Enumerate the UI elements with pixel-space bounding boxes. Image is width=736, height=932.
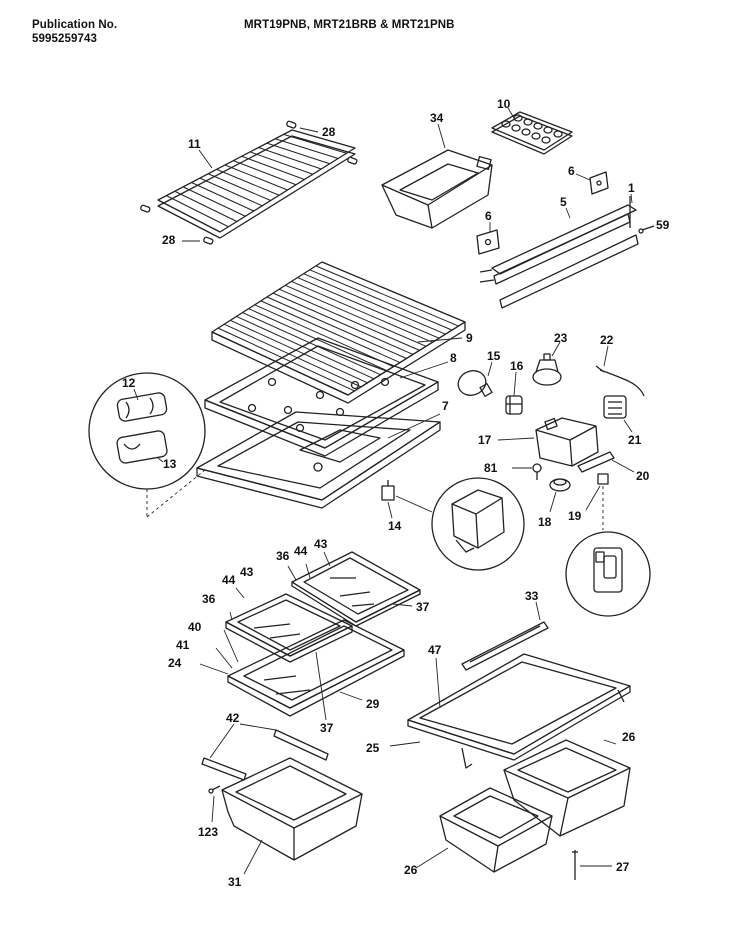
dairy-bin [381,149,493,229]
callout-6-top: 6 [568,164,575,178]
callout-1: 1 [628,181,635,195]
crisper-drawer-left [439,787,553,873]
callout-12: 12 [122,376,136,390]
callout-14: 14 [388,519,402,533]
screw [638,225,655,234]
control-housing [603,395,627,419]
shelf-support-rail [479,196,639,309]
callout-24: 24 [168,656,182,670]
leveling-screw [572,850,578,880]
thermostat-part [381,480,395,501]
callout-23: 23 [554,331,568,345]
callout-labels: 11 28 28 34 10 6 6 5 1 59 9 8 7 12 13 15… [122,97,670,889]
callout-9: 9 [466,331,473,345]
detail-circle-thermostat [431,477,525,571]
drawer-slide-rail [201,729,329,781]
callout-28-bottom: 28 [162,233,176,247]
egg-tray [491,111,573,155]
callout-17: 17 [478,433,492,447]
detail-circle-crisper-slides [88,372,206,490]
glass-shelf-upper [291,551,421,627]
callout-33: 33 [525,589,539,603]
light-bulb [457,370,493,397]
callout-10: 10 [497,97,511,111]
callout-20: 20 [636,469,650,483]
crisper-rail [461,621,549,671]
crisper-drawer-right [503,739,631,837]
callout-25: 25 [366,741,380,755]
crisper-cover [211,261,466,404]
callout-44-lower: 44 [222,573,236,587]
glass-shelf-middle [225,593,353,663]
callout-34: 34 [430,111,444,125]
callout-31: 31 [228,875,242,889]
callout-26-left: 26 [404,863,418,877]
control-knob [549,478,571,492]
wire-harness [595,365,645,397]
light-socket [505,395,523,415]
callout-36-lower: 36 [202,592,216,606]
model-numbers: MRT19PNB, MRT21BRB & MRT21PNB [244,19,455,31]
callout-43-upper: 43 [314,537,328,551]
callout-44-upper: 44 [294,544,308,558]
shelf-frame [204,337,439,457]
glass-shelf-lower [227,619,405,717]
callout-22: 22 [600,333,614,347]
screw-81 [532,463,542,480]
callout-13: 13 [163,457,177,471]
publication-label: Publication No. [32,19,118,31]
callout-15: 15 [487,349,501,363]
callout-19: 19 [568,509,582,523]
callout-7: 7 [442,399,449,413]
callout-37-lower: 37 [320,721,334,735]
callout-36-upper: 36 [276,549,290,563]
callout-81: 81 [484,461,498,475]
wire-shelf [157,129,356,239]
callout-26-right: 26 [622,730,636,744]
callout-37-upper: 37 [416,600,430,614]
detail-circle-switch [565,531,651,617]
callout-18: 18 [538,515,552,529]
screw-123 [208,785,221,794]
callout-16: 16 [510,359,524,373]
callout-6-mid: 6 [485,209,492,223]
callout-8: 8 [450,351,457,365]
callout-42: 42 [226,711,240,725]
callout-11: 11 [188,137,201,151]
callout-43-lower: 43 [240,565,254,579]
drip-tray [196,411,441,509]
callout-41: 41 [176,638,190,652]
callout-29: 29 [366,697,380,711]
callout-21: 21 [628,433,642,447]
control-box [535,417,599,467]
shelf-stud-top [140,120,358,245]
crisper-drawer-large [221,757,363,861]
publication-number: 5995259743 [32,33,97,45]
callout-47: 47 [428,643,442,657]
callout-27: 27 [616,860,630,874]
crisper-cover-frame [407,653,631,769]
damper-control [532,353,562,386]
callout-28-top: 28 [322,125,336,139]
callout-123: 123 [198,825,218,839]
callout-5: 5 [560,195,567,209]
control-bracket [577,451,615,473]
light-switch [597,473,609,485]
callout-40: 40 [188,620,202,634]
callout-59: 59 [656,218,670,232]
